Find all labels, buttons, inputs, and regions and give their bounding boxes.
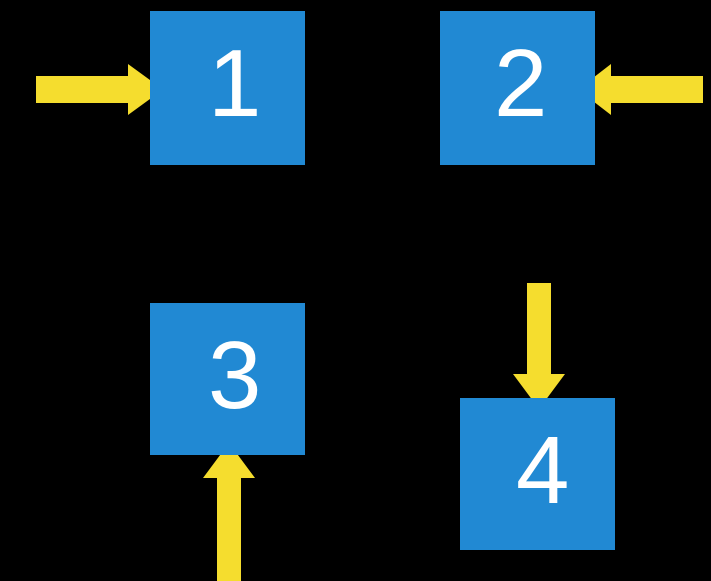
node-box-1[interactable]: [150, 11, 305, 165]
arrow-left-icon: [578, 64, 703, 115]
node-box-4[interactable]: [460, 398, 615, 550]
arrow-into-node-1: [36, 64, 163, 115]
arrow-into-node-2: [578, 64, 703, 115]
arrow-into-node-4: [513, 283, 565, 409]
arrow-into-node-3: [203, 443, 255, 581]
node-label-4: 4: [516, 417, 570, 524]
node-box-3[interactable]: [150, 303, 305, 455]
node-box-2[interactable]: [440, 11, 595, 165]
node-label-1: 1: [208, 30, 262, 137]
node-label-2: 2: [494, 30, 548, 137]
arrow-right-icon: [36, 64, 163, 115]
arrow-up-icon: [203, 443, 255, 581]
node-label-3: 3: [208, 322, 262, 429]
arrow-down-icon: [513, 283, 565, 409]
